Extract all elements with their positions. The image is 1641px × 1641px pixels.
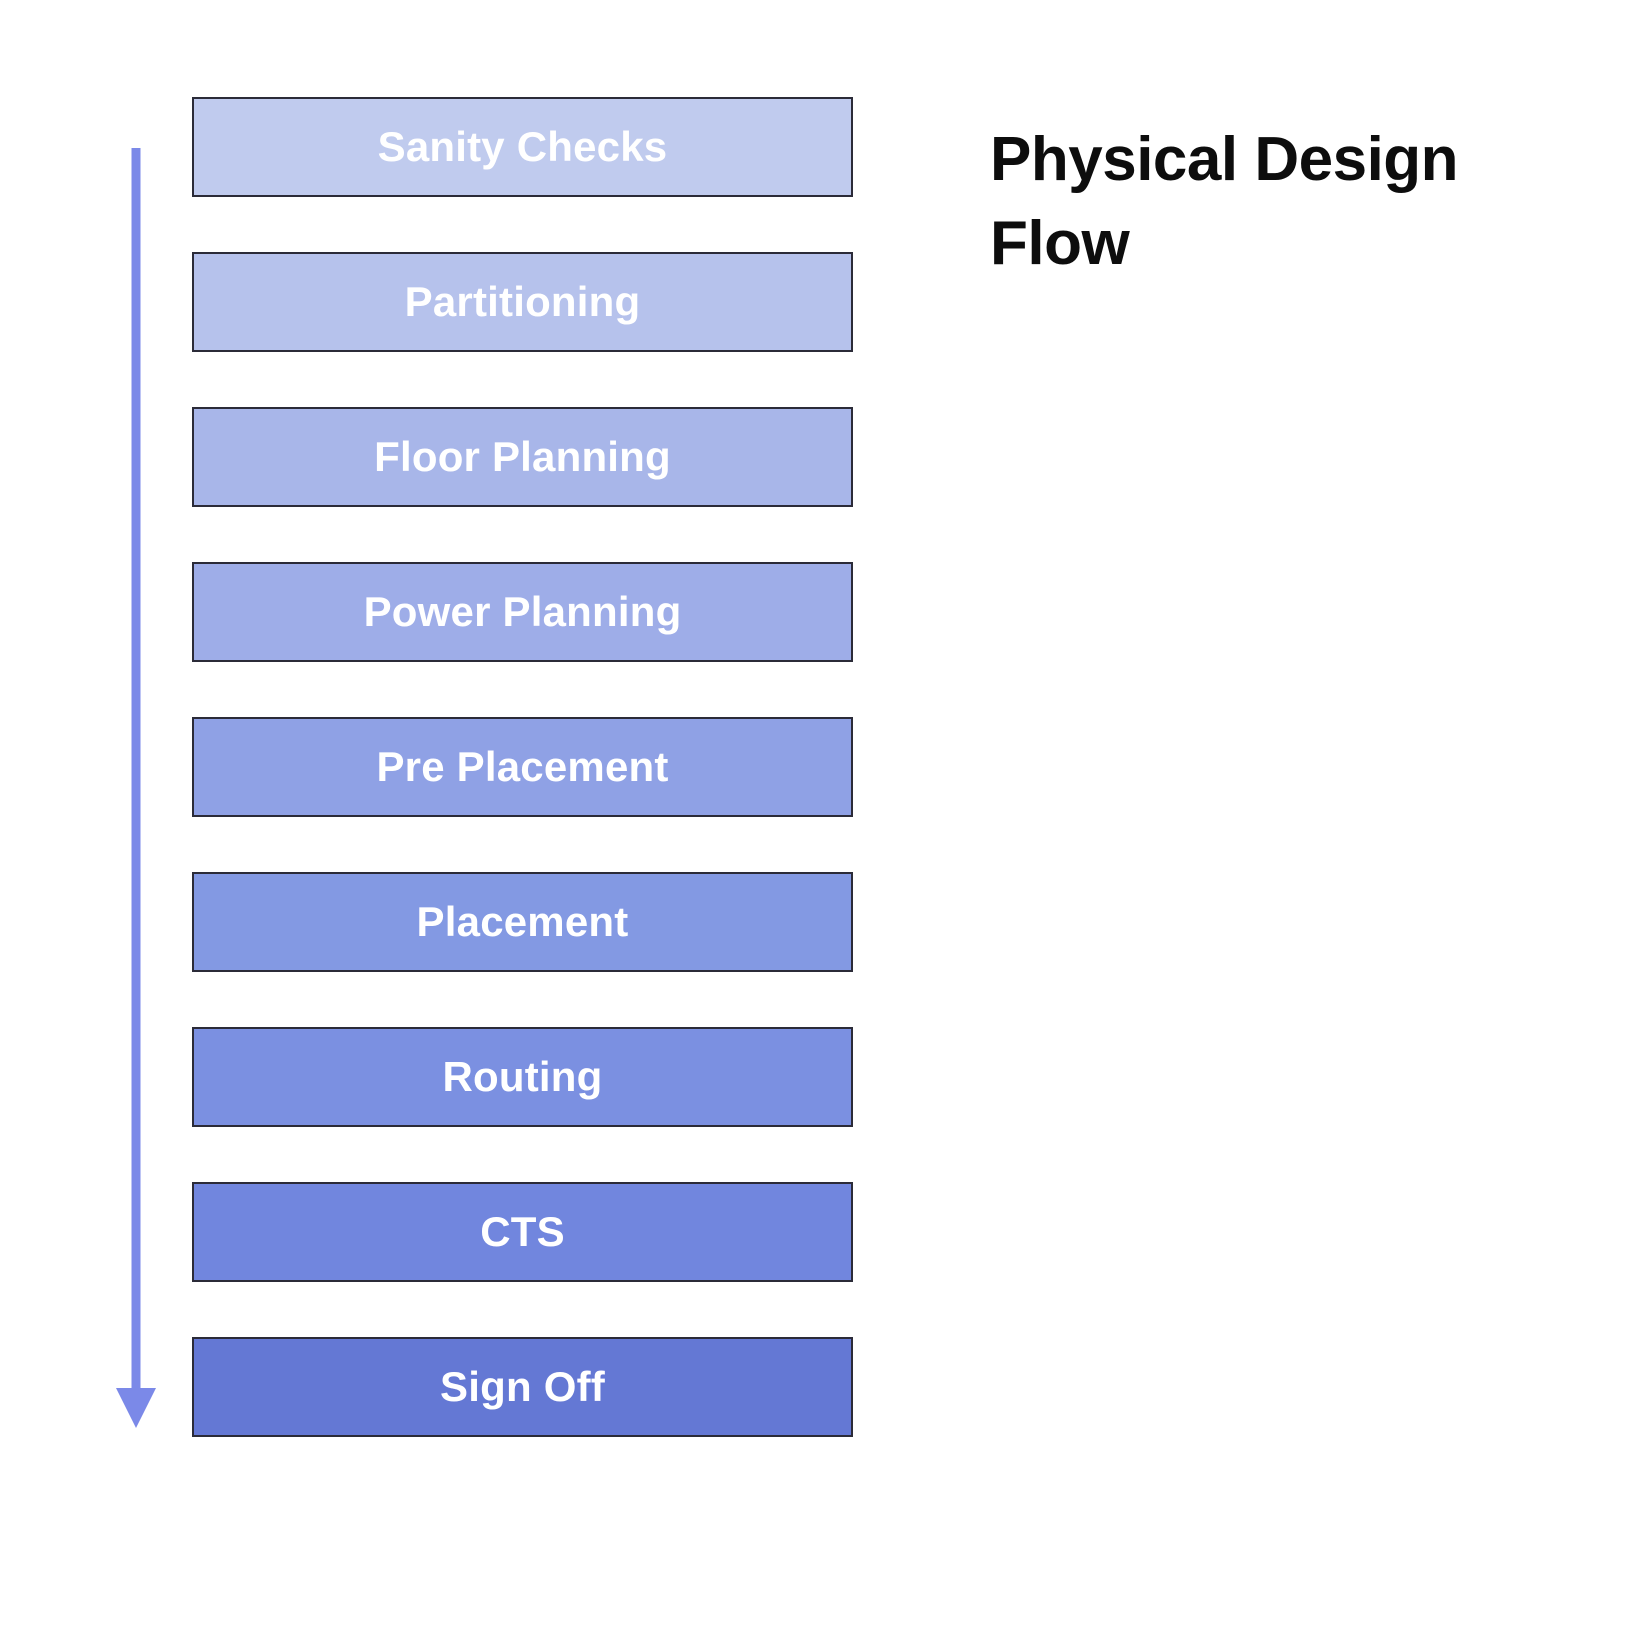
- stage-label: Power Planning: [363, 588, 682, 635]
- stage-label: Sanity Checks: [377, 123, 668, 170]
- stage-box-placement[interactable]: Placement: [192, 872, 853, 972]
- page-title: Physical Design Flow: [990, 125, 1459, 278]
- stage-label: Pre Placement: [376, 743, 669, 790]
- stage-label: Sign Off: [440, 1363, 605, 1410]
- physical-design-stage-list: Sanity Checks Partitioning Floor Plannin…: [192, 97, 853, 1437]
- stage-box-routing[interactable]: Routing: [192, 1027, 853, 1127]
- stage-box-power-planning[interactable]: Power Planning: [192, 562, 853, 662]
- flow-arrow-svg: [116, 148, 156, 1428]
- stage-label: Routing: [442, 1053, 603, 1100]
- stage-box-cts[interactable]: CTS: [192, 1182, 853, 1282]
- arrow-head: [116, 1388, 156, 1428]
- stage-box-pre-placement[interactable]: Pre Placement: [192, 717, 853, 817]
- diagram-title: Physical Design Flow: [990, 118, 1550, 285]
- stage-label: Partitioning: [404, 278, 641, 325]
- stage-box-sign-off[interactable]: Sign Off: [192, 1337, 853, 1437]
- stage-label: Placement: [416, 898, 629, 945]
- stage-label: CTS: [480, 1208, 565, 1255]
- stage-box-sanity-checks[interactable]: Sanity Checks: [192, 97, 853, 197]
- downward-flow-arrow: [108, 140, 168, 1440]
- stage-box-floor-planning[interactable]: Floor Planning: [192, 407, 853, 507]
- stage-label: Floor Planning: [374, 433, 671, 480]
- stage-box-partitioning[interactable]: Partitioning: [192, 252, 853, 352]
